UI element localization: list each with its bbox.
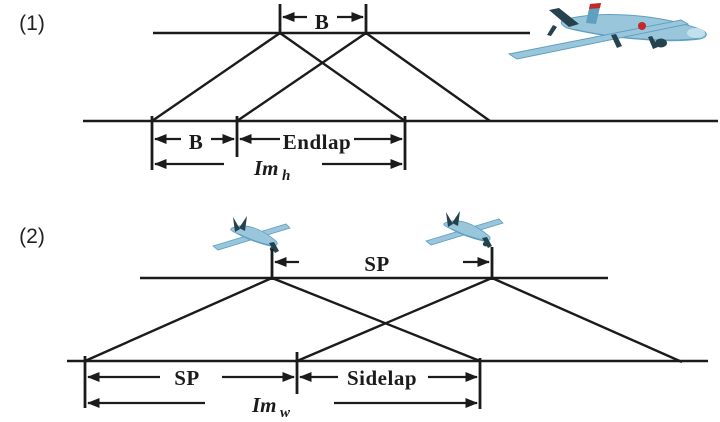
- image-height-label: Im: [253, 156, 279, 180]
- spacing-ground-label: SP: [174, 366, 200, 390]
- fov-edge-2-left: [236, 32, 367, 122]
- image-width-label: Im: [251, 393, 277, 417]
- sidelap-diagram: (2) SP SP Sidelap Im w: [19, 210, 708, 421]
- air-base-ground-label: B: [189, 130, 204, 154]
- endlap-label: Endlap: [283, 130, 351, 154]
- uav-icon: [212, 215, 291, 254]
- uav-icon: [425, 210, 504, 249]
- fov-edge-2-right: [365, 32, 491, 122]
- sidelap-label: Sidelap: [347, 366, 417, 390]
- image-height-label-subscript: h: [282, 168, 290, 184]
- panel1-index-label: (1): [19, 12, 45, 35]
- image-width-label-subscript: w: [280, 405, 291, 421]
- fov-edge-1-right: [279, 32, 406, 122]
- fov-edge-1-left: [151, 32, 281, 122]
- spacing-top-label: SP: [364, 252, 390, 276]
- fov-edge-4-left: [296, 276, 493, 363]
- fov-edge-3-right: [271, 276, 481, 363]
- panel2-index-label: (2): [19, 225, 45, 248]
- fov-edge-4-right: [491, 276, 683, 364]
- endlap-diagram: (1) B B Endlap Im h: [19, 3, 718, 184]
- fov-edge-3-left: [84, 276, 273, 363]
- air-base-top-label: B: [315, 10, 330, 34]
- uav-icon: [507, 3, 707, 60]
